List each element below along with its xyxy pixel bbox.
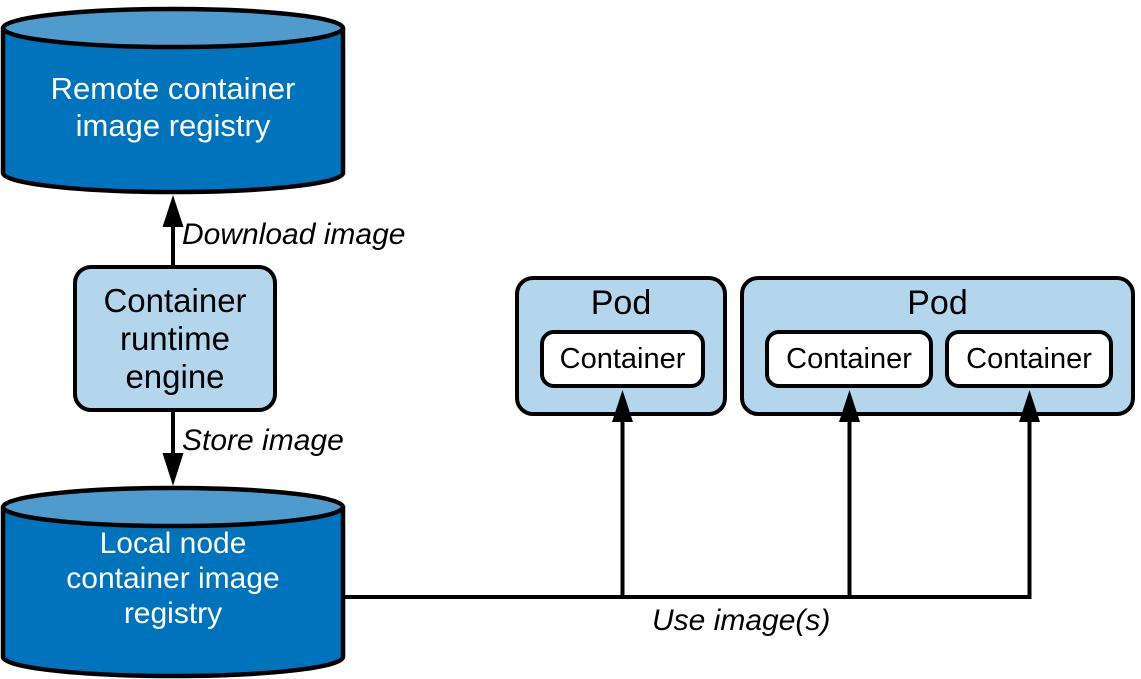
pod-2-container-2-label: Container bbox=[966, 342, 1092, 375]
runtime-engine-box: Container runtime engine bbox=[73, 265, 277, 412]
local-registry-label: Local node container image registry bbox=[3, 526, 343, 631]
pod-1-container-1-label: Container bbox=[559, 342, 686, 375]
store-arrowhead bbox=[162, 453, 184, 486]
runtime-engine-label-line: runtime bbox=[119, 319, 231, 357]
store-image-label: Store image bbox=[182, 424, 344, 457]
runtime-engine-label-line: engine bbox=[125, 357, 225, 395]
pod-1-container-1: Container bbox=[540, 330, 705, 388]
runtime-engine-label-line: Container bbox=[103, 281, 247, 319]
download-image-arrow bbox=[162, 195, 184, 266]
use-images-connector bbox=[343, 390, 1040, 599]
local-registry-label-line: Local node bbox=[99, 527, 247, 560]
remote-registry-label-line: image registry bbox=[75, 108, 271, 143]
pod-2-container-1: Container bbox=[765, 330, 933, 388]
pod-2-container-1-label: Container bbox=[786, 342, 912, 375]
store-image-arrow bbox=[162, 410, 184, 486]
local-registry-label-line: container image bbox=[66, 562, 280, 595]
remote-registry-label: Remote container image registry bbox=[3, 70, 343, 144]
download-image-label: Download image bbox=[182, 218, 406, 251]
pod-2-container-2: Container bbox=[945, 330, 1113, 388]
pod-2-title: Pod bbox=[907, 284, 968, 322]
remote-registry-cylinder-cap bbox=[0, 6, 346, 50]
local-registry-cylinder-cap bbox=[0, 485, 346, 529]
local-registry-label-line: registry bbox=[123, 597, 223, 630]
use-images-label: Use image(s) bbox=[652, 604, 831, 637]
download-arrowhead bbox=[162, 195, 184, 227]
remote-registry-label-line: Remote container bbox=[50, 71, 296, 106]
pod-1-title: Pod bbox=[590, 284, 652, 322]
